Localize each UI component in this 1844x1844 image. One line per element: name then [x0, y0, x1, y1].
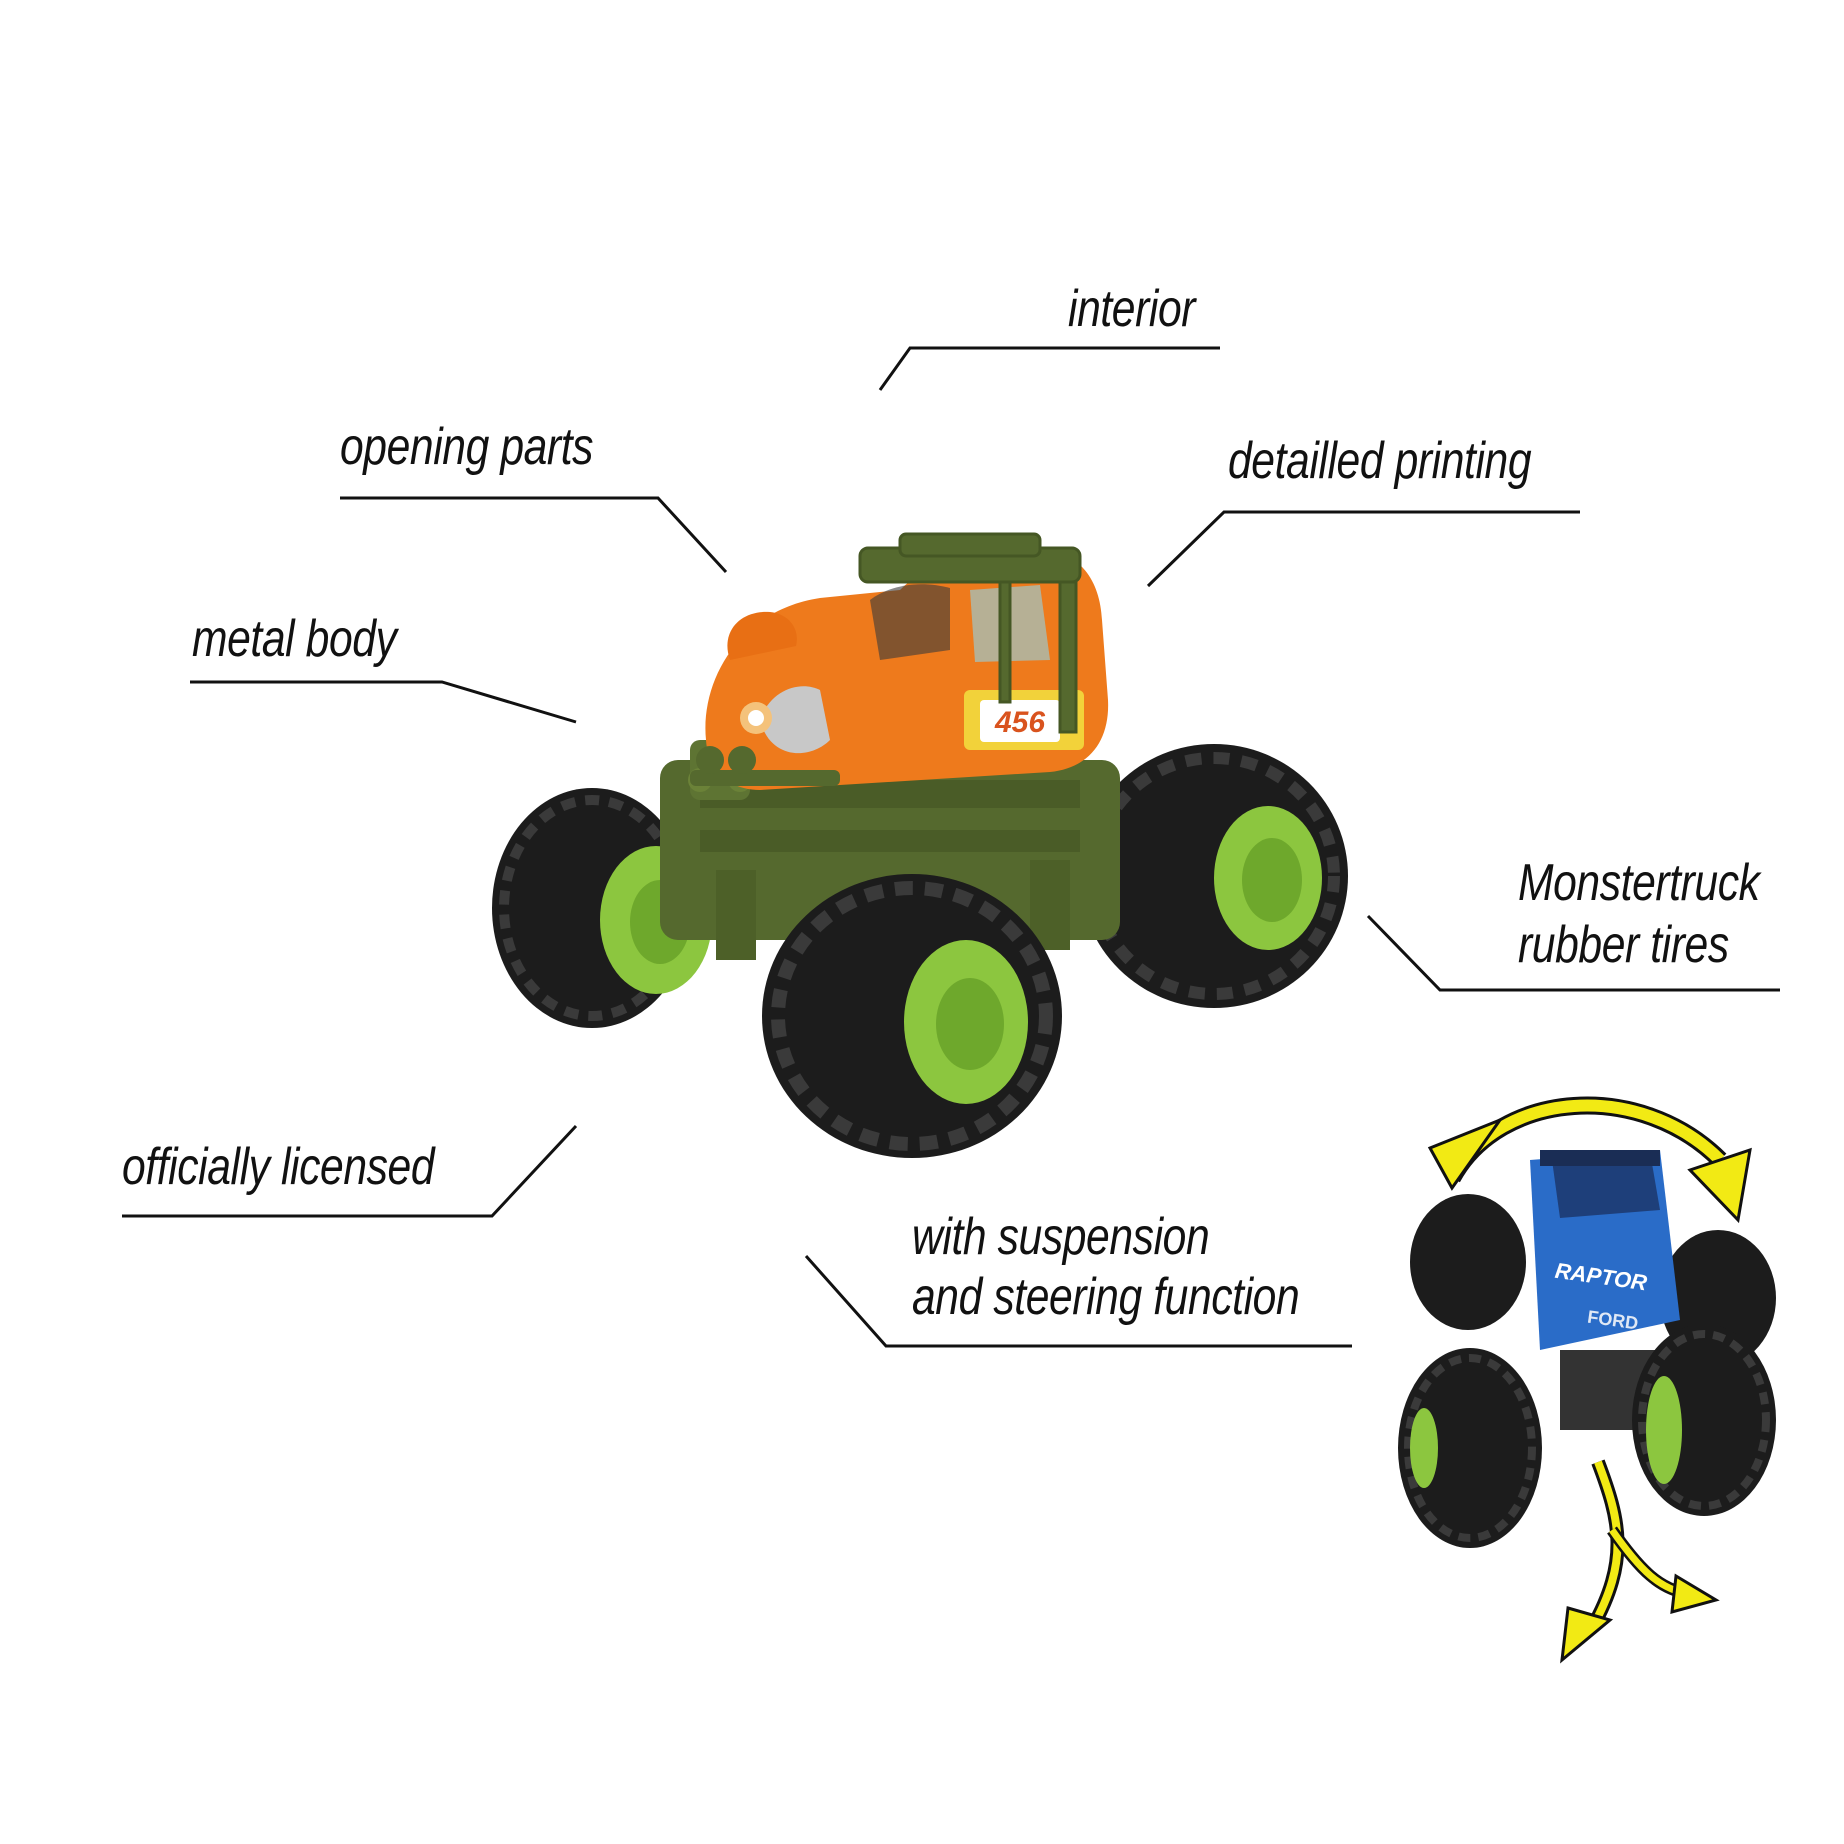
label-detailled-printing: detailled printing: [1228, 432, 1532, 490]
rotation-arrow: [1427, 1096, 1752, 1224]
number-text: 456: [994, 706, 1045, 739]
leader-opening-parts: [340, 496, 728, 574]
label-opening-parts: opening parts: [340, 418, 594, 476]
main-monster-truck: 456: [492, 532, 1348, 1158]
label-metal-body: metal body: [192, 610, 397, 668]
windshield: [1552, 1152, 1660, 1218]
leader-suspension: [804, 1255, 1352, 1348]
tire-back-right: [1080, 744, 1348, 1008]
suspension-arrow: [1560, 1459, 1720, 1664]
label-officially-licensed: officially licensed: [122, 1138, 435, 1196]
label-steering-function: and steering function: [912, 1268, 1300, 1326]
small-tire-front-right: [1632, 1324, 1776, 1516]
small-tire-front-left: [1398, 1348, 1542, 1548]
leader-detailled-printing: [1146, 510, 1580, 588]
label-monstertruck: Monstertruck: [1518, 854, 1760, 912]
bull-bar: [690, 746, 840, 786]
leader-metal-body: [190, 680, 577, 724]
leader-lines: [122, 346, 1780, 1348]
engine-bay: [760, 686, 830, 754]
tire-front-left: [762, 874, 1062, 1158]
leader-interior: [878, 346, 1220, 391]
leader-officially-licensed: [122, 1124, 578, 1218]
open-hood: [727, 611, 797, 660]
small-monster-truck: RAPTOR FORD: [1398, 1096, 1776, 1664]
roof-rack: [858, 532, 1082, 734]
window-front: [870, 584, 950, 660]
car-body: 456: [705, 547, 1109, 790]
label-rubber-tires: rubber tires: [1518, 916, 1729, 974]
leader-monstertruck: [1366, 914, 1780, 992]
number-plate: [980, 700, 1060, 742]
label-with-suspension: with suspension: [912, 1208, 1210, 1266]
label-interior: interior: [1068, 280, 1196, 338]
